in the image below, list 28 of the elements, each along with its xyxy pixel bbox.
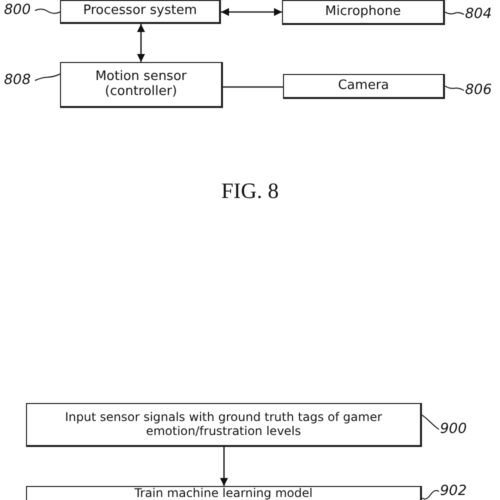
arrow <box>137 24 145 62</box>
process-box <box>60 0 221 24</box>
box-label: Train machine learning model <box>134 487 313 500</box>
leader-line <box>444 86 464 91</box>
connector-line <box>223 86 283 88</box>
reference-number: 902 <box>440 483 467 500</box>
process-box <box>60 62 223 108</box>
reference-number: 808 <box>4 72 31 89</box>
box-label: Input sensor signals with ground truth tags of gamer emotion/frustration levels <box>64 410 384 438</box>
reference-number: 900 <box>440 421 467 438</box>
figure-label: FIG. 8 <box>220 178 280 204</box>
process-box <box>283 74 445 99</box>
process-box <box>26 403 422 447</box>
reference-number: 800 <box>4 2 31 19</box>
leader-line <box>34 74 60 81</box>
leader-line <box>422 490 440 500</box>
box-label: Processor system <box>83 4 197 19</box>
reference-number: 804 <box>465 6 492 23</box>
leader-line <box>444 12 464 15</box>
box-label: Microphone <box>325 4 401 20</box>
arrow <box>221 8 282 16</box>
process-box <box>282 0 445 25</box>
box-label: Camera <box>338 78 390 94</box>
leader-line <box>34 8 60 14</box>
reference-number: 806 <box>465 82 492 99</box>
box-label: Motion sensor (controller) <box>94 70 188 100</box>
arrow <box>220 447 228 486</box>
leader-line <box>422 414 440 430</box>
